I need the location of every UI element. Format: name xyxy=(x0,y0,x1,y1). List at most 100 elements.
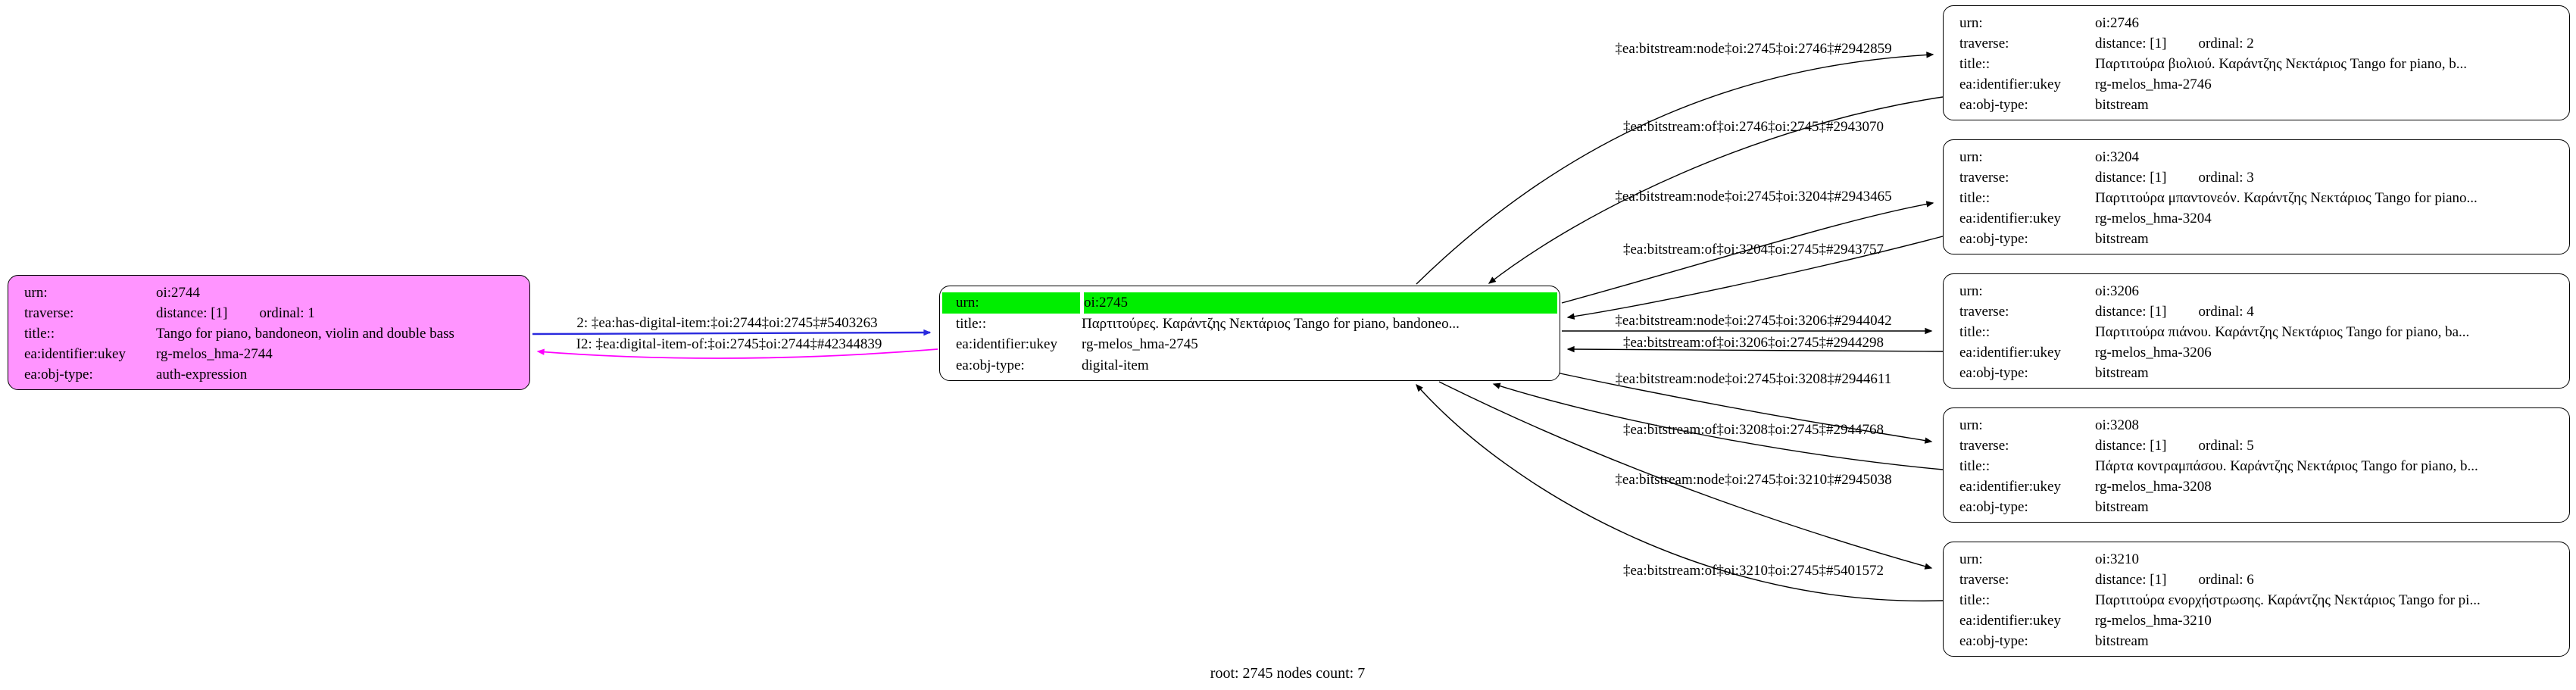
field-label: title:: xyxy=(1959,324,1991,340)
record-row: urn: oi:3210 xyxy=(1944,549,2569,570)
field-value: auth-expression xyxy=(156,367,248,382)
node-oi-2745-root[interactable]: urn:oi:2745 title::Παρτιτούρες. Καράντζη… xyxy=(939,286,1560,381)
field-label: traverse: xyxy=(1959,304,2009,320)
field-label: ea:obj-type: xyxy=(24,367,93,382)
edge-bitstream-node-3208 xyxy=(1556,372,1933,444)
edge-has-digital-item xyxy=(532,329,932,336)
record-row: ea:obj-type: auth-expression xyxy=(8,364,529,385)
field-label: ea:obj-type: xyxy=(1959,97,2028,113)
record-row: ea:obj-type:bitstream xyxy=(1944,631,2569,651)
field-value: ordinal: 3 xyxy=(2198,170,2254,186)
field-value: oi:3204 xyxy=(2095,149,2140,165)
field-label: title:: xyxy=(1959,56,1991,72)
edge-label-digital-item-of: I2: ‡ea:digital-item-of:‡oi:2745‡oi:2744… xyxy=(576,336,882,352)
field-value: oi:3206 xyxy=(2095,283,2140,299)
field-value: Tango for piano, bandoneon, violin and d… xyxy=(156,326,454,342)
edge-bitstream-of-2746 xyxy=(1488,96,1944,284)
field-label: ea:obj-type: xyxy=(1959,633,2028,649)
edge-label-bitstream-node-2746: ‡ea:bitstream:node‡oi:2745‡oi:2746‡#2942… xyxy=(1615,41,1892,57)
field-value: ordinal: 6 xyxy=(2198,572,2254,588)
edge-bitstream-node-2746 xyxy=(1416,52,1934,285)
field-label: urn: xyxy=(1959,149,1983,165)
node-oi-3204[interactable]: urn:oi:3204 traverse:distance: [1]ordina… xyxy=(1943,139,2570,254)
edge-label-bitstream-node-3204: ‡ea:bitstream:node‡oi:2745‡oi:3204‡#2943… xyxy=(1615,189,1892,205)
field-value: ordinal: 5 xyxy=(2198,438,2254,454)
field-value: ordinal: 4 xyxy=(2198,304,2254,320)
edge-label-has-digital-item: 2: ‡ea:has-digital-item:‡oi:2744‡oi:2745… xyxy=(576,315,878,331)
field-value: rg-melos_hma-2746 xyxy=(2095,76,2212,92)
field-label: title:: xyxy=(1959,592,1991,608)
field-value: ordinal: 2 xyxy=(2198,36,2254,52)
edge-label-bitstream-node-3210: ‡ea:bitstream:node‡oi:2745‡oi:3210‡#2945… xyxy=(1615,472,1892,488)
field-value: distance: [1] xyxy=(156,305,228,321)
edge-label-bitstream-of-3210: ‡ea:bitstream:of‡oi:3210‡oi:2745‡#540157… xyxy=(1622,563,1884,579)
field-value: distance: [1] xyxy=(2095,170,2167,186)
field-value: Πάρτα κοντραμπάσου. Καράντζης Νεκτάριος … xyxy=(2095,458,2478,474)
node-oi-3206[interactable]: urn:oi:3206 traverse:distance: [1]ordina… xyxy=(1943,273,2570,389)
field-label: traverse: xyxy=(1959,572,2009,588)
record-row: ea:obj-type: bitstream xyxy=(1944,229,2569,249)
node-oi-2744[interactable]: urn:oi:2744 traverse:distance: [1]ordina… xyxy=(8,275,530,390)
field-label: ea:identifier:ukey xyxy=(1959,479,2061,495)
record-row: traverse:distance: [1]ordinal: 6 xyxy=(1944,570,2569,590)
edge-label-bitstream-of-3208: ‡ea:bitstream:of‡oi:3208‡oi:2745‡#294476… xyxy=(1622,422,1884,438)
field-label: ea:identifier:ukey xyxy=(956,336,1057,352)
field-label: traverse: xyxy=(1959,438,2009,454)
record-row: ea:obj-type: digital-item xyxy=(940,355,1560,376)
record-row: ea:obj-type: bitstream xyxy=(1944,95,2569,115)
field-label: urn: xyxy=(1959,551,1983,567)
field-value: digital-item xyxy=(1082,357,1149,373)
field-label: ea:obj-type: xyxy=(956,357,1025,373)
field-value: bitstream xyxy=(2095,97,2149,113)
field-label: ea:obj-type: xyxy=(1959,365,2028,381)
field-label: traverse: xyxy=(24,305,74,321)
field-label: ea:identifier:ukey xyxy=(1959,345,2061,361)
record-row: title::Παρτιτούρα μπαντονεόν. Καράντζης … xyxy=(1944,188,2569,208)
node-oi-3210[interactable]: urn: oi:3210 traverse:distance: [1]ordina… xyxy=(1943,542,2570,657)
edge-bitstream-of-3208 xyxy=(1492,382,1944,470)
record-row: title::Παρτιτούρα ενορχήστρωσης. Καράντζ… xyxy=(1944,590,2569,610)
node-oi-2746[interactable]: urn:oi:2746 traverse:distance: [1]ordina… xyxy=(1943,5,2570,120)
field-value: oi:3210 xyxy=(2095,551,2140,567)
record-row: ea:identifier:ukey rg-melos_hma-3210 xyxy=(1944,610,2569,631)
record-row: ea:obj-type: bitstream xyxy=(1944,363,2569,383)
record-row: urn:oi:3206 xyxy=(1944,281,2569,301)
edge-label-bitstream-node-3206: ‡ea:bitstream:node‡oi:2745‡oi:3206‡#2944… xyxy=(1615,313,1892,329)
field-label: urn: xyxy=(942,292,1080,314)
edge-bitstream-of-3204 xyxy=(1566,236,1944,320)
field-label: ea:identifier:ukey xyxy=(1959,613,2061,629)
edge-bitstream-node-3210 xyxy=(1438,381,1933,570)
edge-label-bitstream-node-3208: ‡ea:bitstream:node‡oi:2745‡oi:3208‡#2944… xyxy=(1615,371,1892,387)
field-value: bitstream xyxy=(2095,231,2149,247)
field-label: ea:identifier:ukey xyxy=(24,346,126,362)
record-row: traverse:distance: [1]ordinal: 2 xyxy=(1944,33,2569,54)
field-value: Παρτιτούρες. Καράντζης Νεκτάριος Tango f… xyxy=(1082,315,1460,332)
record-row: urn:oi:2746 xyxy=(1944,13,2569,33)
edge-digital-item-of xyxy=(536,348,938,359)
record-row: traverse: distance: [1] ordinal: 5 xyxy=(1944,436,2569,456)
record-row: traverse:distance: [1]ordinal: 4 xyxy=(1944,301,2569,322)
field-label: ea:obj-type: xyxy=(1959,231,2028,247)
field-value: oi:3208 xyxy=(2095,417,2140,433)
field-value: rg-melos_hma-3210 xyxy=(2095,613,2212,629)
record-row-highlighted: urn:oi:2745 xyxy=(942,292,1557,314)
field-value: Παρτιτούρα πιάνου. Καράντζης Νεκτάριος T… xyxy=(2095,324,2470,340)
field-value: oi:2744 xyxy=(156,285,201,301)
edge-label-bitstream-of-3204: ‡ea:bitstream:of‡oi:3204‡oi:2745‡#294375… xyxy=(1622,242,1884,258)
edge-bitstream-node-3204 xyxy=(1561,201,1934,304)
record-row: traverse:distance: [1]ordinal: 1 xyxy=(8,303,529,323)
field-label: title:: xyxy=(1959,458,1991,474)
field-label: urn: xyxy=(1959,417,1983,433)
record-row: urn:oi:2744 xyxy=(8,283,529,303)
field-value: bitstream xyxy=(2095,365,2149,381)
field-value: distance: [1] xyxy=(2095,438,2167,454)
node-oi-3208[interactable]: urn: oi:3208 traverse: distance: [1] ordina… xyxy=(1943,407,2570,523)
record-row: ea:obj-type:bitstream xyxy=(1944,497,2569,517)
